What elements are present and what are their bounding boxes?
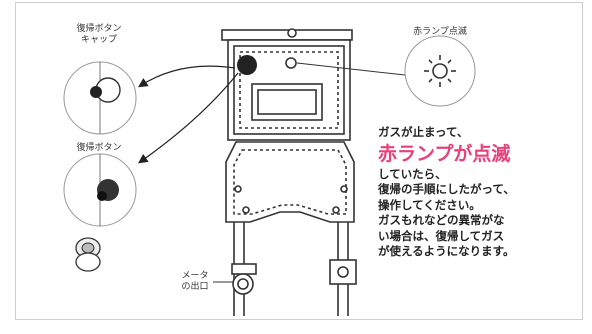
lamp-blink-icon: [424, 55, 456, 87]
reset-button-cap-label: 復帰ボタン キャップ: [62, 24, 136, 46]
instruction-line-4: 操作してください。: [378, 197, 481, 212]
reset-button-callout: [63, 153, 137, 272]
instruction-line-1: ガスが止まって、: [378, 125, 469, 139]
meter-outlet-label-line1: メータ: [181, 271, 209, 281]
meter-outlet-label: メータ の出口: [178, 271, 212, 293]
reset-button-cap-callout: [63, 61, 137, 135]
instruction-highlight: 赤ランプが点滅: [378, 142, 511, 165]
instruction-line-5: ガスもれなどの異常がな: [378, 213, 505, 227]
reset-button-label: 復帰ボタン: [76, 143, 122, 153]
meter-outlet-label-line2: の出口: [181, 282, 209, 292]
reset-button-cap-label-line1: 復帰ボタン: [76, 24, 122, 34]
instruction-line-7: が使えるようになります。: [378, 244, 515, 258]
instruction-line-3: 復帰の手順にしたがって、: [378, 182, 515, 196]
instruction-text: ガスが止まって、 赤ランプが点滅 していたら、 復帰の手順にしたがって、 操作し…: [378, 125, 574, 260]
reset-button-cap-label-line2: キャップ: [80, 35, 117, 45]
red-lamp-blink-label: 赤ランプ点滅: [413, 27, 467, 37]
diagram-frame: [15, 2, 583, 320]
reset-button-on-meter: [237, 55, 257, 75]
red-lamp-callout: [404, 35, 476, 107]
instruction-line-6: い場合は、復帰してガス: [378, 228, 505, 243]
instruction-line-2: していたら、: [378, 166, 447, 181]
